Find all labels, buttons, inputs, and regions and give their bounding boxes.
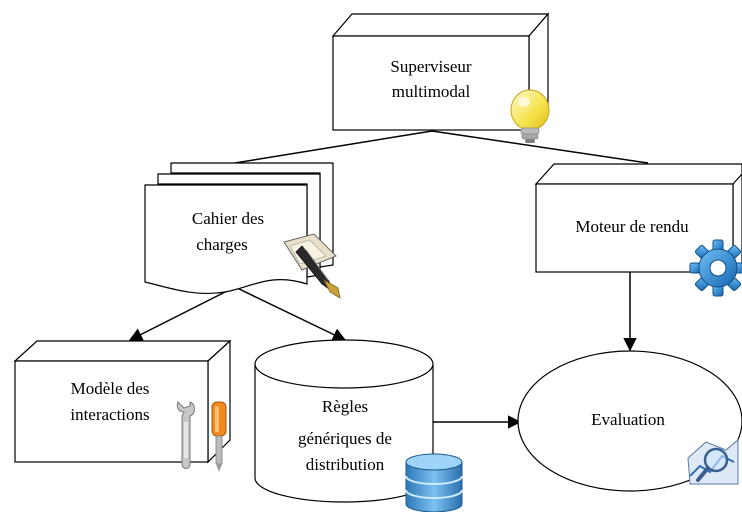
node-interaction-model: Modèle des interactions: [13, 339, 232, 464]
tools-icon: [176, 401, 227, 472]
edge-supervisor-spec: [234, 130, 433, 164]
edge-spec-interactions: [128, 286, 236, 341]
evaluation-label: Evaluation: [591, 410, 665, 429]
connectors: [128, 130, 649, 429]
rules-label-line2: génériques de: [298, 429, 392, 448]
database-icon: [405, 453, 463, 512]
rules-label-line3: distribution: [306, 455, 385, 474]
renderer-label: Moteur de rendu: [575, 217, 689, 236]
interaction-model-label-line1: Modèle des: [71, 379, 150, 398]
supervisor-label-line2: multimodal: [392, 82, 471, 101]
lightbulb-icon: [510, 89, 550, 143]
node-spec: Cahier des charges: [144, 162, 334, 295]
spec-label-line1: Cahier des: [192, 209, 264, 228]
supervisor-label-line1: Superviseur: [390, 57, 472, 76]
rules-label-line1: Règles: [322, 397, 368, 416]
node-evaluation: Evaluation: [517, 350, 742, 492]
fountain-pen-icon: [283, 233, 341, 299]
gear-icon: [689, 239, 742, 297]
edge-spec-rules: [234, 286, 347, 341]
spec-label-line2: charges: [196, 235, 248, 254]
magnifier-chart-icon: [687, 438, 739, 485]
node-rules: Règles génériques de distribution: [254, 339, 434, 503]
edge-supervisor-renderer: [431, 130, 649, 164]
interaction-model-label-line2: interactions: [70, 405, 149, 424]
